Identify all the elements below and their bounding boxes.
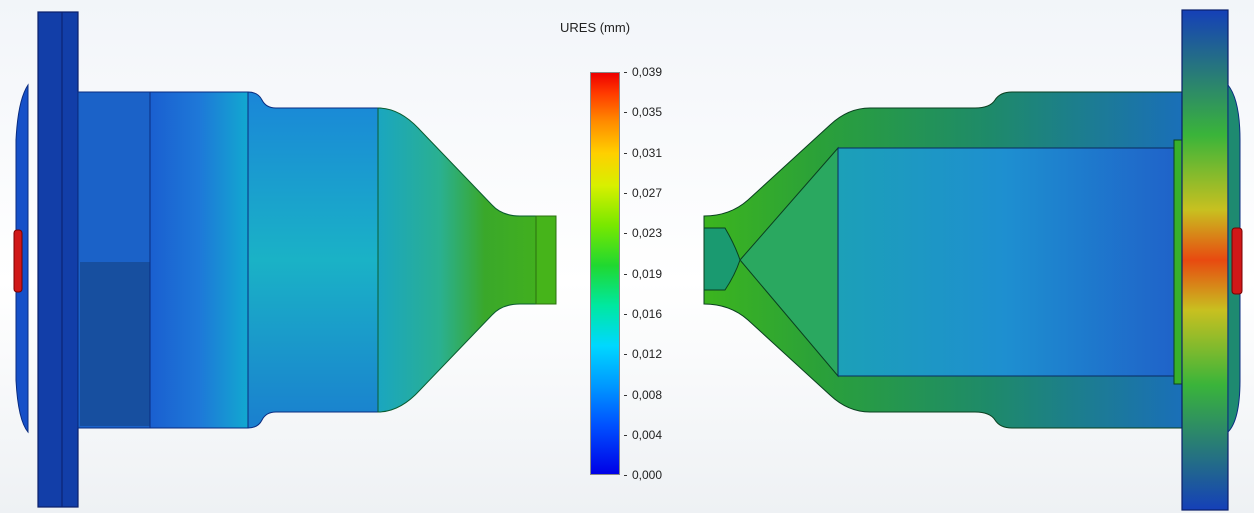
scale-label: 0,004 [622,428,682,442]
scale-label: 0,023 [622,226,682,240]
left-part-external-view [13,11,557,508]
scale-label: 0,012 [622,347,682,361]
right-flange-plate [1181,9,1229,511]
scale-label: 0,031 [622,146,682,160]
scale-label: 0,008 [622,388,682,402]
color-scale-bar [590,72,620,475]
left-cylinder [247,91,391,429]
left-bolt-red [13,229,23,293]
scale-label: 0,019 [622,267,682,281]
right-part-section-view [703,9,1243,511]
left-flange-plate [37,11,79,508]
left-ring [149,91,249,429]
left-hub-shaded [80,262,150,426]
scale-label: 0,016 [622,307,682,321]
scale-label: 0,035 [622,105,682,119]
legend-title: URES (mm) [560,20,631,35]
right-bolt-red [1231,227,1243,295]
scale-label: 0,000 [622,468,682,482]
right-cavity [837,147,1175,377]
scale-label: 0,039 [622,65,682,79]
scale-label: 0,027 [622,186,682,200]
left-nozzle-tip [535,215,557,305]
left-cone [377,107,557,413]
